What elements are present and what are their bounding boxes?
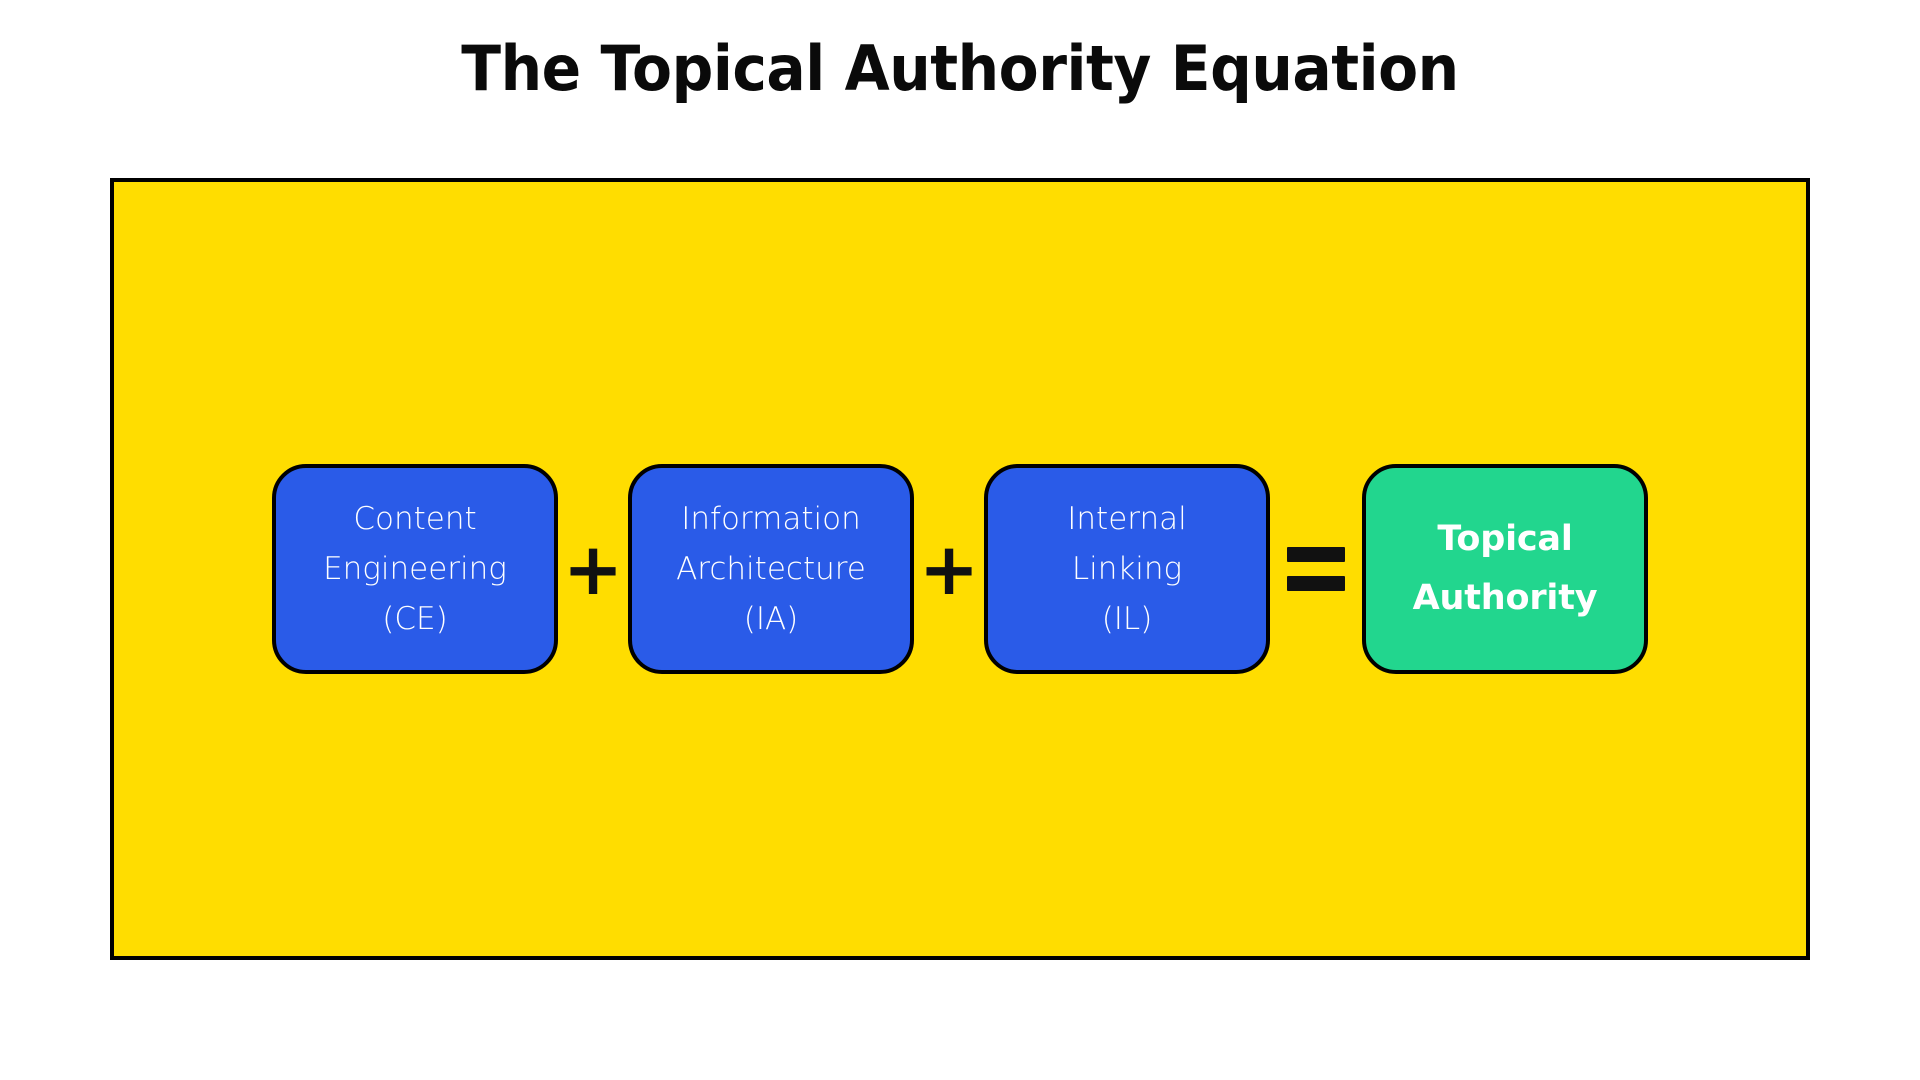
page-title: The Topical Authority Equation bbox=[461, 32, 1459, 105]
plus-operator-1: + bbox=[562, 527, 624, 611]
term-box-content-engineering[interactable]: Content Engineering (CE) bbox=[272, 464, 558, 674]
equals-operator bbox=[1270, 547, 1362, 591]
equation-panel: Content Engineering (CE) + Information A… bbox=[110, 178, 1810, 960]
term-label-abbreviation: (IL) bbox=[1101, 601, 1153, 638]
plus-operator-2: + bbox=[918, 527, 980, 611]
term-box-internal-linking[interactable]: Internal Linking (IL) bbox=[984, 464, 1270, 674]
term-label-line1: Content bbox=[353, 500, 477, 537]
result-box-topical-authority[interactable]: Topical Authority bbox=[1362, 464, 1648, 674]
equation-row: Content Engineering (CE) + Information A… bbox=[114, 182, 1806, 956]
term-label-abbreviation: (CE) bbox=[382, 601, 448, 638]
term-label-line1: Internal bbox=[1067, 500, 1187, 537]
term-label-line2: Engineering bbox=[323, 550, 507, 587]
term-label-line1: Information bbox=[681, 500, 861, 537]
equals-bar-bottom bbox=[1287, 576, 1345, 591]
term-box-information-architecture[interactable]: Information Architecture (IA) bbox=[628, 464, 914, 674]
term-label-abbreviation: (IA) bbox=[743, 601, 799, 638]
result-label-line1: Topical bbox=[1437, 519, 1573, 560]
term-label-line2: Architecture bbox=[676, 550, 866, 587]
term-label-line2: Linking bbox=[1071, 550, 1183, 587]
result-label-line2: Authority bbox=[1412, 578, 1598, 618]
equals-bar-top bbox=[1287, 547, 1345, 562]
